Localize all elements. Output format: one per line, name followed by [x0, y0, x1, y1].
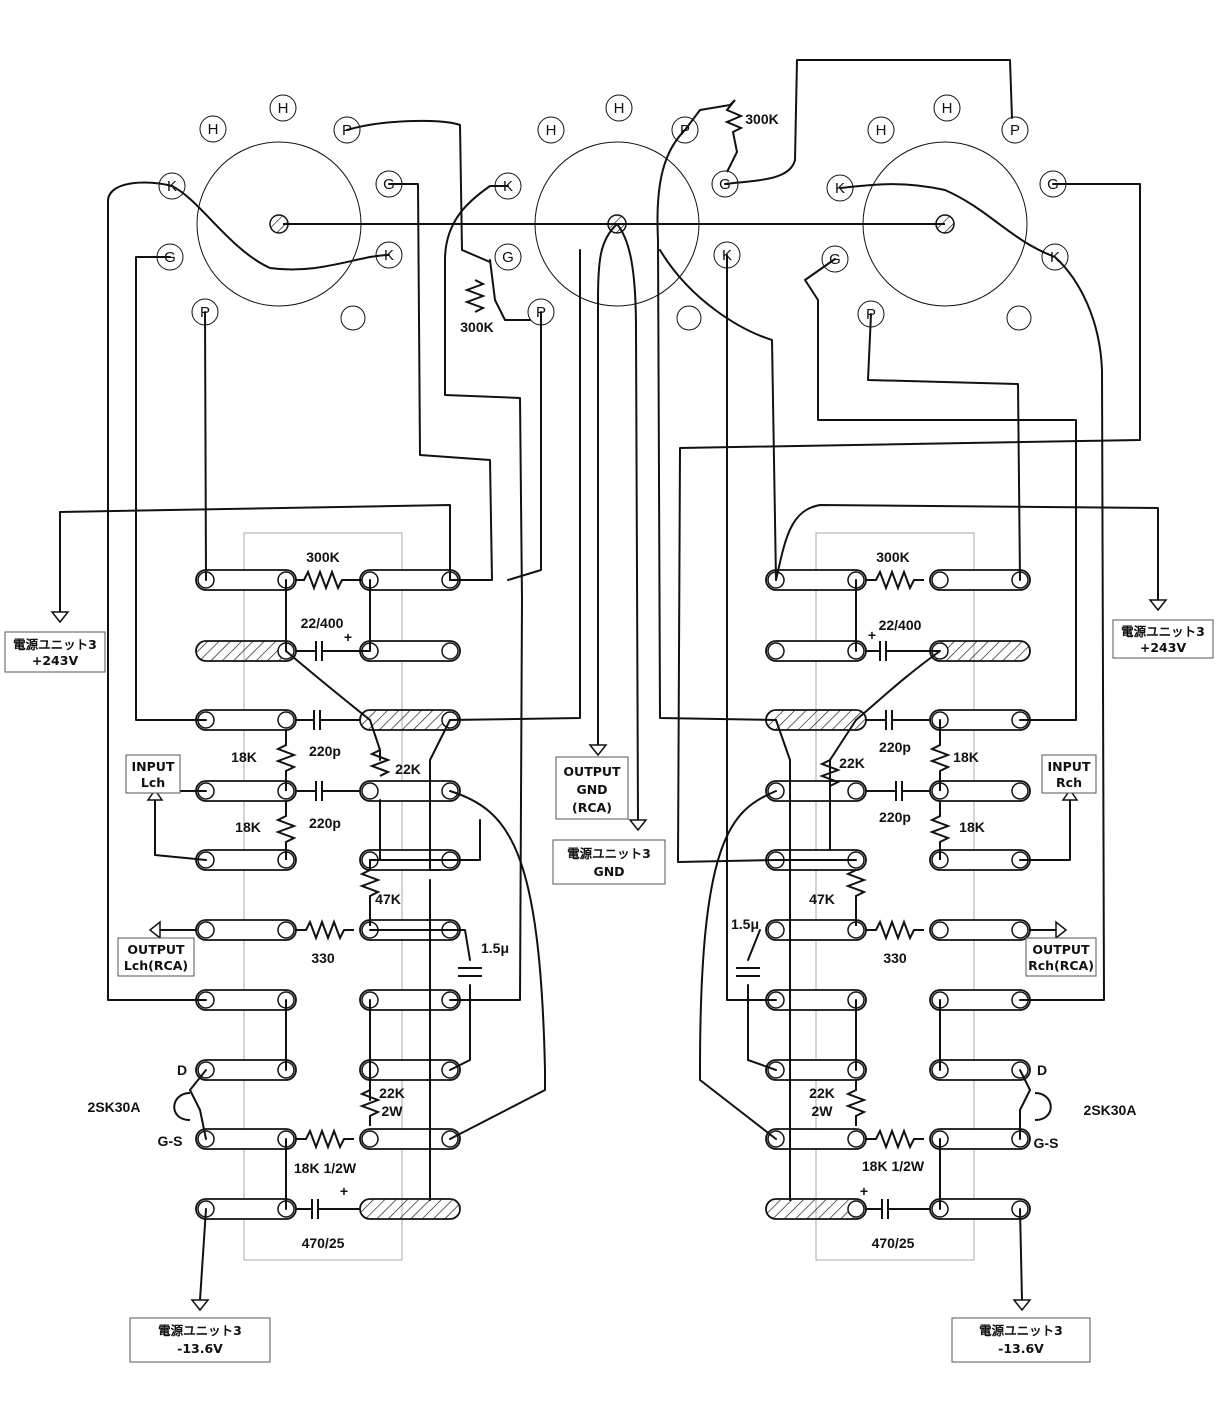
- output-channel: Rch(RCA): [1028, 958, 1094, 973]
- terminal-board-right: [815, 532, 975, 1261]
- label-gate-source: G-S: [158, 1133, 183, 1149]
- tube-socket-center: H H P K G G K P: [494, 94, 741, 331]
- tube-socket-left: H H P K G G K P: [156, 94, 403, 331]
- component-symbols: [173, 99, 1052, 1219]
- psu-voltage: -13.6V: [998, 1341, 1044, 1356]
- pin-h: H: [614, 100, 625, 117]
- psu-voltage: -13.6V: [177, 1341, 223, 1356]
- label-330: 330: [311, 950, 335, 966]
- label-47k: 47K: [375, 891, 401, 907]
- label-18k: 18K: [959, 819, 985, 835]
- lug-eyelets: [197, 571, 1029, 1218]
- label-1-5u: 1.5μ: [481, 940, 509, 956]
- input-channel: Lch: [141, 775, 165, 790]
- psu-label: 電源ユニット3: [158, 1323, 242, 1338]
- label-box-texts: 電源ユニット3 +243V 電源ユニット3 +243V INPUT Lch IN…: [13, 624, 1205, 1356]
- input-label: INPUT: [132, 759, 175, 774]
- label-220p: 220p: [879, 739, 911, 755]
- input-channel: Rch: [1056, 775, 1082, 790]
- label-22k: 22K: [839, 755, 865, 771]
- label-22k-2w: 22K: [809, 1085, 835, 1101]
- plus-sign: +: [340, 1183, 348, 1199]
- pin-h: H: [942, 100, 953, 117]
- label-220p: 220p: [309, 815, 341, 831]
- psu-label: 電源ユニット3: [1121, 624, 1205, 639]
- label-22-400: 22/400: [301, 615, 344, 631]
- label-drain: D: [1037, 1062, 1047, 1078]
- output-channel: Lch(RCA): [124, 958, 188, 973]
- label-gate-source: G-S: [1034, 1135, 1059, 1151]
- pin-h: H: [546, 122, 557, 139]
- pin-p: P: [1010, 122, 1020, 139]
- output-gnd-label: GND: [576, 782, 607, 797]
- label-220p: 220p: [309, 743, 341, 759]
- label-drain: D: [177, 1062, 187, 1078]
- label-fet: 2SK30A: [88, 1099, 141, 1115]
- psu-label: 電源ユニット3: [979, 1323, 1063, 1338]
- label-220p: 220p: [879, 809, 911, 825]
- component-labels: 300K 300K 300K 300K 22/400 22/400 + + 18…: [88, 111, 1137, 1251]
- label-330: 330: [883, 950, 907, 966]
- label-fet: 2SK30A: [1084, 1102, 1137, 1118]
- label-22k: 22K: [395, 761, 421, 777]
- psu-label: 電源ユニット3: [567, 846, 651, 861]
- pin-g: G: [502, 249, 514, 266]
- output-gnd-label: OUTPUT: [563, 764, 621, 779]
- label-300k: 300K: [306, 549, 339, 565]
- psu-gnd: GND: [593, 864, 624, 879]
- label-470-25: 470/25: [302, 1235, 345, 1251]
- label-18k: 18K: [235, 819, 261, 835]
- input-label: INPUT: [1048, 759, 1091, 774]
- pin-h: H: [208, 121, 219, 138]
- label-boxes: [4, 619, 1214, 1363]
- connection-arrows: [50, 599, 1168, 1312]
- label-300k: 300K: [460, 319, 493, 335]
- label-22k-2w: 22K: [379, 1085, 405, 1101]
- label-2w: 2W: [382, 1103, 404, 1119]
- psu-label: 電源ユニット3: [13, 637, 97, 652]
- output-label: OUTPUT: [127, 942, 185, 957]
- label-18k: 18K: [231, 749, 257, 765]
- label-300k: 300K: [876, 549, 909, 565]
- label-1-5u: 1.5μ: [731, 916, 759, 932]
- label-22-400: 22/400: [879, 617, 922, 633]
- psu-voltage: +243V: [32, 653, 79, 668]
- plus-sign: +: [344, 629, 352, 645]
- terminal-board-left: [243, 532, 403, 1261]
- pin-h: H: [876, 122, 887, 139]
- wires: [59, 59, 1159, 1301]
- pin-h: H: [278, 100, 289, 117]
- label-300k: 300K: [745, 111, 778, 127]
- label-18k-half-w: 18K 1/2W: [294, 1160, 357, 1176]
- label-18k-half-w: 18K 1/2W: [862, 1158, 925, 1174]
- psu-voltage: +243V: [1140, 640, 1187, 655]
- tube-socket-right: H H P K G G K P: [821, 94, 1069, 331]
- label-470-25: 470/25: [872, 1235, 915, 1251]
- plus-sign: +: [868, 627, 876, 643]
- label-18k: 18K: [953, 749, 979, 765]
- terminal-lugs: [195, 569, 1031, 1220]
- output-label: OUTPUT: [1032, 942, 1090, 957]
- label-47k: 47K: [809, 891, 835, 907]
- label-2w: 2W: [812, 1103, 834, 1119]
- output-gnd-label: (RCA): [572, 800, 612, 815]
- plus-sign: +: [860, 1183, 868, 1199]
